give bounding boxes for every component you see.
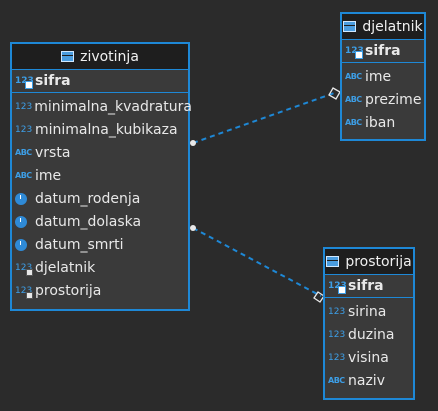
column-name: prezime [365,91,422,108]
relation-end-zivotinja-djelatnik [190,140,196,146]
relation-zivotinja-djelatnik [192,91,338,144]
clock-icon [15,215,27,228]
entity-title: prostorija [345,253,412,270]
text-type-icon: ABC [328,376,345,385]
foreign-key-icon: 123 [15,262,33,276]
column-name: datum_dolaska [35,213,142,230]
column-name: datum_rodenja [35,190,141,207]
entity-header[interactable]: zivotinja [12,44,188,70]
clock-icon [15,238,27,251]
numeric-type-icon: 123 [328,329,346,340]
column-name: prostorija [35,282,102,299]
text-type-icon: ABC [345,118,362,127]
text-type-icon: ABC [15,148,32,157]
column-name: iban [365,114,396,131]
column-name: datum_smrti [35,236,124,253]
primary-key-icon: 123 [328,281,347,294]
column-row[interactable]: datum_smrti [12,233,188,256]
numeric-type-icon: 123 [328,306,346,317]
clock-icon [15,192,27,205]
column-name: sifra [35,73,71,89]
column-name: ime [35,167,62,184]
primary-key-row[interactable]: 123 sifra [12,70,188,93]
entity-title: djelatnik [362,18,423,35]
column-name: sifra [348,278,384,294]
text-type-icon: ABC [15,171,32,180]
column-row[interactable]: datum_rodenja [12,187,188,210]
table-icon [326,256,340,267]
column-name: sirina [348,303,387,320]
column-name: ime [365,68,392,85]
numeric-type-icon: 123 [15,124,33,135]
column-name: naziv [348,372,385,389]
entity-header[interactable]: prostorija [325,249,413,275]
relation-zivotinja-prostorija [192,227,322,297]
column-name: sifra [365,43,401,59]
table-icon [343,21,357,32]
primary-key-icon: 123 [15,76,34,89]
relation-end-djelatnik [328,87,341,100]
column-row[interactable]: datum_dolaska [12,210,188,233]
column-name: minimalna_kubikaza [35,121,178,138]
numeric-type-icon: 123 [328,352,346,363]
primary-key-row[interactable]: 123 sifra [325,275,413,298]
text-type-icon: ABC [345,95,362,104]
foreign-key-icon: 123 [15,285,33,299]
column-name: duzina [348,326,395,343]
numeric-type-icon: 123 [15,101,33,112]
primary-key-row[interactable]: 123 sifra [342,40,424,63]
column-name: minimalna_kvadratura [34,98,192,115]
column-name: vrsta [35,144,71,161]
column-name: visina [348,349,389,366]
primary-key-icon: 123 [345,46,364,59]
relation-end-zivotinja-prostorija [190,225,196,231]
relation-end-prostorija [313,291,325,303]
table-icon [61,51,75,62]
text-type-icon: ABC [345,72,362,81]
entity-header[interactable]: djelatnik [342,14,424,40]
entity-title: zivotinja [80,48,139,65]
column-name: djelatnik [35,259,96,276]
